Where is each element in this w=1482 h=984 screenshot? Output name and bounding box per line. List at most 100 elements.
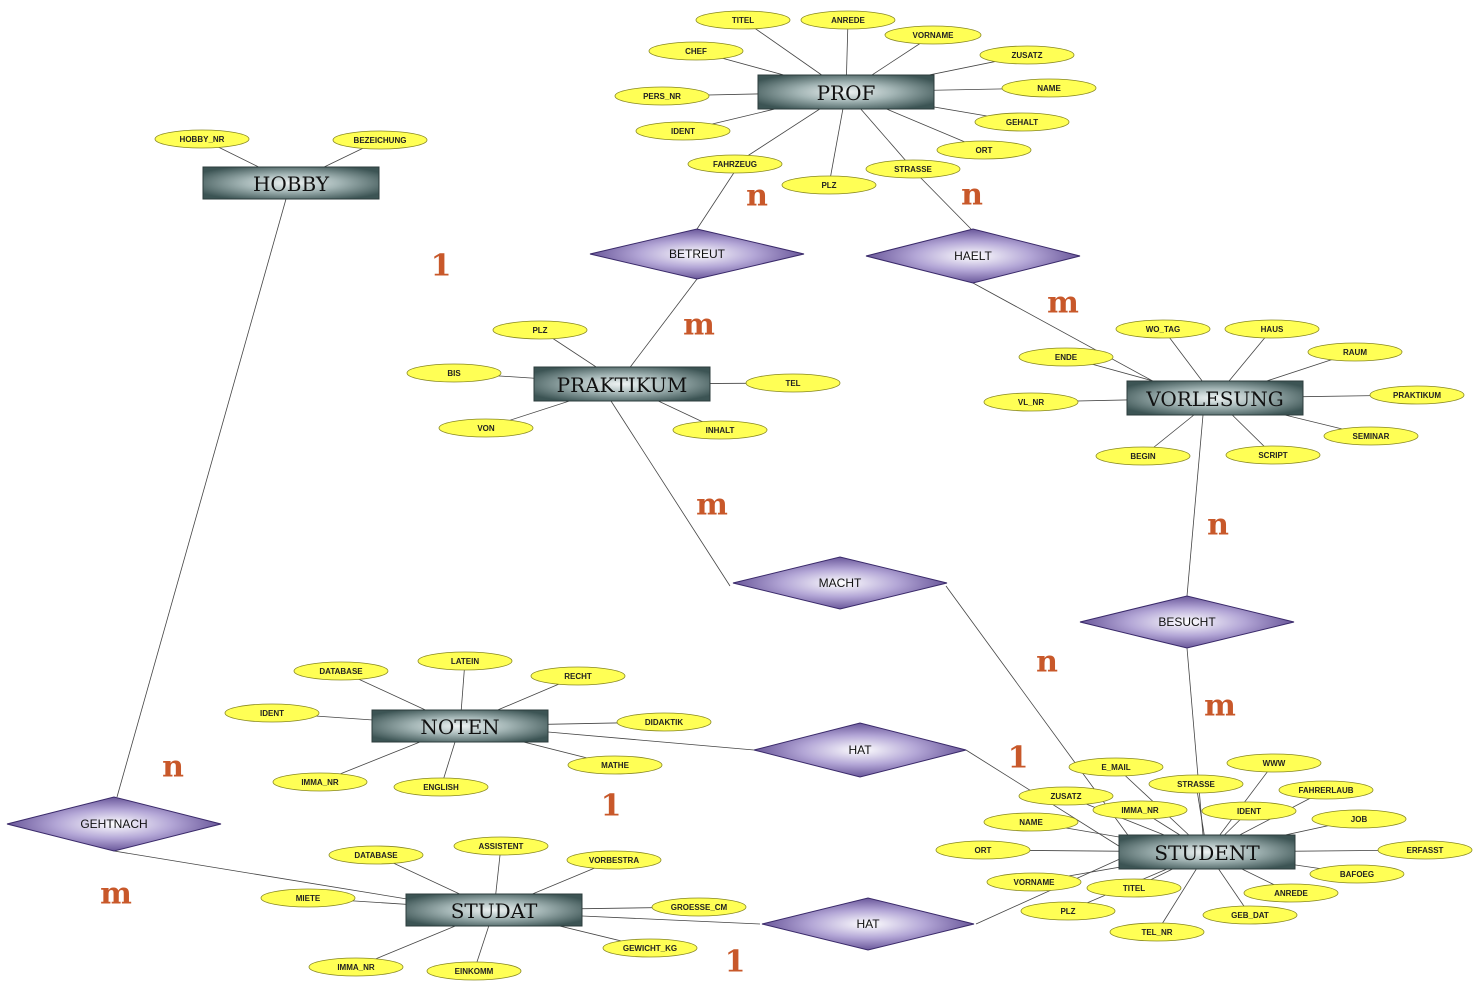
attribute-label: MATHE [601, 761, 630, 770]
attribute-label: ORT [975, 846, 992, 855]
attribute-label: NAME [1037, 84, 1061, 93]
attribute-ellipse [417, 651, 513, 671]
relationship-label: BESUCHT [1158, 615, 1216, 629]
attribute-ellipse [1109, 922, 1205, 942]
attribute-label: SCRIPT [1258, 451, 1287, 460]
attribute-label: HAUS [1261, 325, 1284, 334]
attribute-ellipse [1369, 385, 1465, 405]
cardinality-haelt-vorlesung: m [1047, 286, 1079, 321]
attribute-praktikum-bis: BIS [406, 363, 502, 383]
attribute-student-geb-dat: GEB_DAT [1202, 905, 1298, 925]
attribute-label: FAHRZEUG [713, 160, 757, 169]
attribute-ellipse [1226, 753, 1322, 773]
cardinality-gehtnach-studat: m [100, 877, 132, 912]
attribute-ellipse [1224, 319, 1320, 339]
attribute-studat-groesse-cm: GROESSE_CM [651, 897, 747, 917]
attribute-hobby-bezeichung: BEZEICHUNG [332, 130, 428, 150]
attribute-ellipse [426, 961, 522, 981]
relationship-connector [547, 731, 755, 751]
attribute-label: PERS_NR [643, 92, 681, 101]
attribute-student-ident: IDENT [1201, 801, 1297, 821]
attribute-noten-ident: IDENT [224, 703, 320, 723]
attribute-vorlesung-seminar: SEMINAR [1323, 426, 1419, 446]
attribute-ellipse [453, 836, 549, 856]
cardinality-macht-praktikum: m [696, 488, 728, 523]
entity-box [1126, 380, 1304, 416]
attribute-label: NAME [1019, 818, 1043, 827]
attribute-ellipse [406, 363, 502, 383]
attribute-ellipse [672, 420, 768, 440]
attribute-ellipse [884, 25, 982, 45]
attribute-label: RECHT [564, 672, 592, 681]
attribute-student-e-mail: E_MAIL [1068, 757, 1164, 777]
attribute-label: GROESSE_CM [671, 903, 728, 912]
attribute-ellipse [438, 418, 534, 438]
attribute-label: PLZ [532, 326, 547, 335]
attribute-ellipse [530, 666, 626, 686]
attribute-ellipse [1323, 426, 1419, 446]
attribute-hobby-hobby-nr: HOBBY_NR [154, 129, 250, 149]
attribute-vorlesung-haus: HAUS [1224, 319, 1320, 339]
cardinality-besucht-student: m [1204, 689, 1236, 724]
cardinality-gehtnach-hobby: n [162, 750, 184, 785]
attribute-prof-chef: CHEF [648, 41, 744, 61]
attribute-label: CHEF [685, 47, 707, 56]
cardinality-betreut-prof: n [746, 179, 768, 214]
attribute-label: TEL_NR [1141, 928, 1172, 937]
relationship-label: HAELT [954, 249, 992, 263]
attribute-label: MIETE [296, 894, 321, 903]
attribute-label: VORNAME [913, 31, 955, 40]
attribute-ellipse [1068, 757, 1164, 777]
attribute-label: IMMA_NR [301, 778, 339, 787]
relationship-connector [912, 169, 972, 230]
attribute-label: WO_TAG [1146, 325, 1181, 334]
attribute-studat-einkomm: EINKOMM [426, 961, 522, 981]
attribute-label: VL_NR [1018, 398, 1044, 407]
attribute-label: HOBBY_NR [180, 135, 225, 144]
attribute-ellipse [865, 159, 961, 179]
relationship-connector [113, 850, 408, 900]
attribute-label: ASSISTENT [479, 842, 524, 851]
attribute-ellipse [1202, 905, 1298, 925]
attribute-praktikum-inhalt: INHALT [672, 420, 768, 440]
attribute-noten-english: ENGLISH [393, 777, 489, 797]
attribute-studat-imma-nr: IMMA_NR [308, 957, 404, 977]
attribute-label: IDENT [1237, 807, 1261, 816]
attribute-ellipse [936, 140, 1032, 160]
attribute-ellipse [1309, 864, 1405, 884]
attribute-ellipse [1243, 883, 1339, 903]
attribute-noten-mathe: MATHE [567, 755, 663, 775]
attribute-vorlesung-begin: BEGIN [1095, 446, 1191, 466]
attribute-label: TITEL [1123, 884, 1145, 893]
relationship-diamond [865, 228, 1081, 284]
attribute-ellipse [1018, 347, 1114, 367]
attribute-prof-strasse: STRASSE [865, 159, 961, 179]
relationship-betreut: BETREUT [589, 228, 805, 280]
attribute-label: GEWICHT_KG [623, 944, 677, 953]
attribute-studat-assistent: ASSISTENT [453, 836, 549, 856]
attribute-student-ort: ORT [935, 840, 1031, 860]
entity-student: STUDENT [1118, 834, 1296, 870]
cardinality-hat-noten-student: 1 [1008, 741, 1029, 776]
attribute-label: ANREDE [831, 16, 865, 25]
attribute-student-titel: TITEL [1086, 878, 1182, 898]
attribute-ellipse [1377, 840, 1473, 860]
attribute-praktikum-von: VON [438, 418, 534, 438]
relationship-connector [1186, 414, 1204, 597]
attribute-label: IDENT [671, 127, 695, 136]
attribute-prof-anrede: ANREDE [800, 10, 896, 30]
cardinality-hat-studat-studat: 1 [725, 945, 746, 980]
attribute-ellipse [1201, 801, 1297, 821]
relationship-diamond [589, 228, 805, 280]
entity-box [371, 709, 549, 743]
attribute-student-plz: PLZ [1020, 901, 1116, 921]
attribute-student-tel-nr: TEL_NR [1109, 922, 1205, 942]
attribute-label: JOB [1351, 815, 1368, 824]
relationship-connector [696, 164, 740, 230]
attribute-label: ERFASST [1407, 846, 1444, 855]
attribute-noten-database: DATABASE [293, 661, 389, 681]
attribute-label: DATABASE [354, 851, 398, 860]
attribute-ellipse [1018, 786, 1114, 806]
entity-noten: NOTEN [371, 709, 549, 743]
attribute-ellipse [979, 45, 1075, 65]
